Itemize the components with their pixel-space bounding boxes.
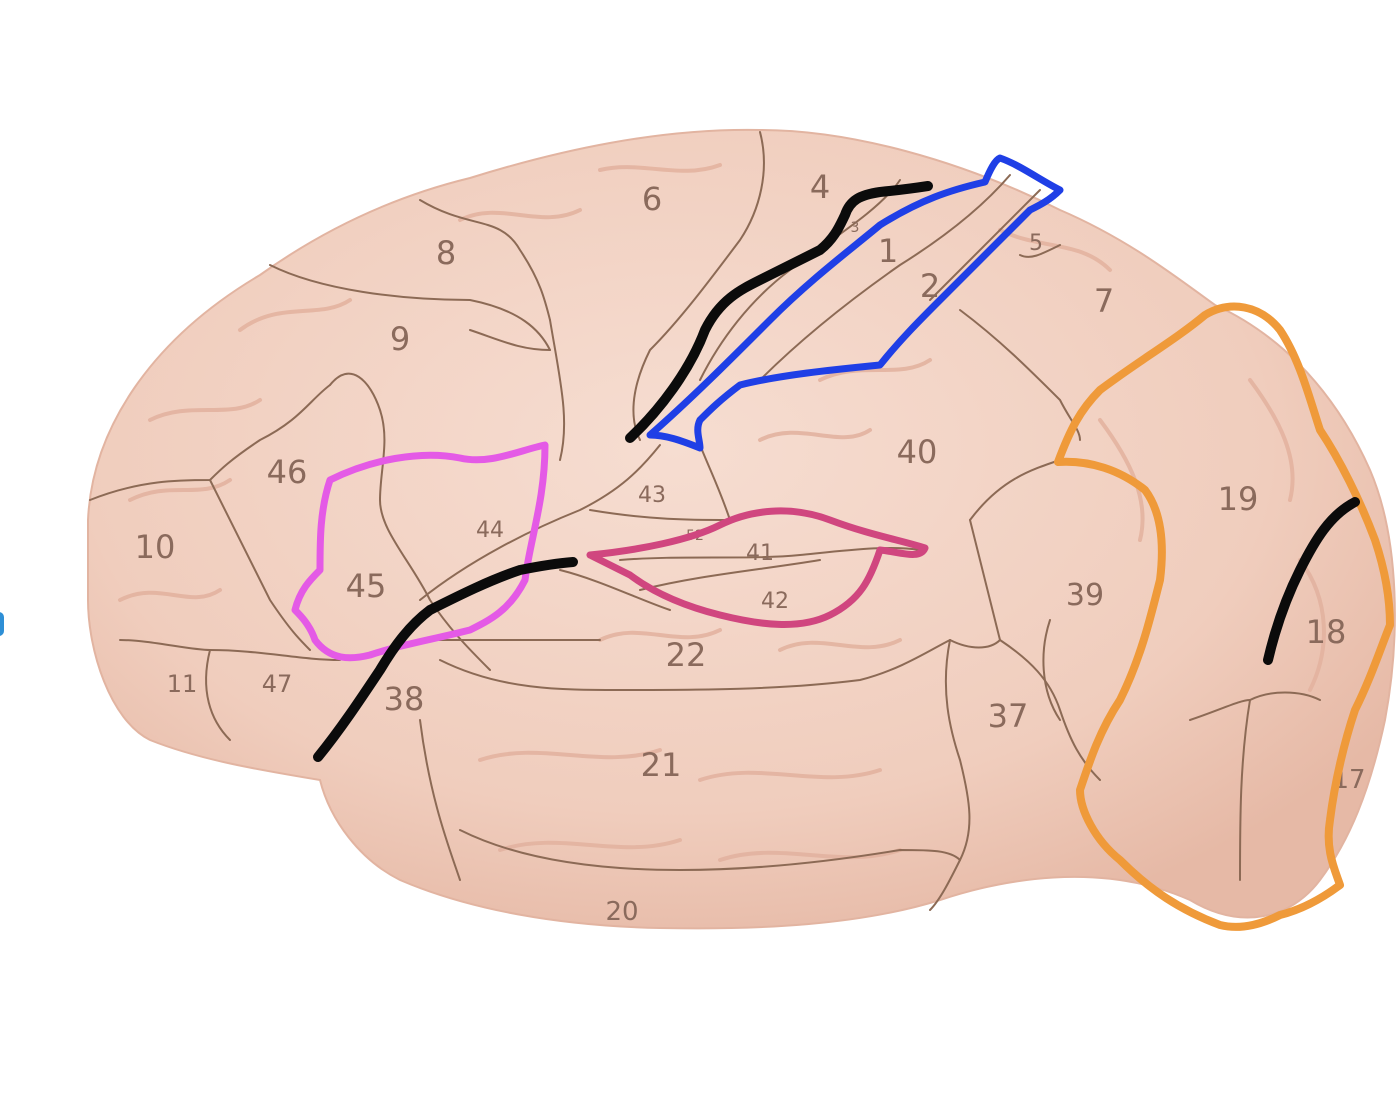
area-boundaries — [89, 131, 1321, 911]
label-area-18: 18 — [1306, 613, 1347, 651]
label-area-7: 7 — [1094, 282, 1114, 320]
label-area-22: 22 — [666, 636, 707, 674]
label-area-21: 21 — [641, 746, 682, 784]
brain-silhouette — [87, 128, 1396, 930]
label-area-5: 5 — [1029, 231, 1043, 256]
label-area-44: 44 — [476, 518, 504, 543]
black-stroke-lateral-sulcus — [313, 557, 578, 762]
black-marker-strokes — [313, 181, 1360, 762]
label-area-20: 20 — [605, 897, 638, 927]
label-area-1: 1 — [878, 232, 898, 270]
label-area-47: 47 — [262, 670, 293, 698]
label-area-9: 9 — [390, 320, 410, 358]
label-area-45: 45 — [346, 567, 387, 605]
label-area-39: 39 — [1066, 578, 1104, 613]
label-area-4: 4 — [810, 168, 830, 206]
label-area-2: 2 — [920, 267, 940, 305]
label-area-43: 43 — [638, 483, 666, 508]
annotation-outlines — [291, 154, 1394, 931]
label-area-8: 8 — [436, 234, 456, 272]
label-area-3: 3 — [851, 220, 860, 236]
label-area-19: 19 — [1218, 480, 1259, 518]
area-labels: 4 6 8 3 1 5 2 7 9 46 10 44 45 43 40 52 4… — [135, 168, 1366, 927]
label-area-11: 11 — [167, 670, 198, 698]
label-area-42: 42 — [761, 589, 789, 614]
label-area-38: 38 — [384, 680, 425, 718]
label-area-46: 46 — [267, 453, 308, 491]
label-area-6: 6 — [642, 180, 662, 218]
pink-outline-auditory — [586, 507, 929, 628]
blue-outline-postcentral — [646, 154, 1064, 452]
magenta-outline-broca — [291, 441, 549, 662]
label-area-41: 41 — [746, 541, 774, 566]
orange-outline-occipital — [1054, 302, 1394, 931]
edge-blue-marker — [0, 612, 4, 636]
label-area-37: 37 — [988, 697, 1029, 735]
black-stroke-occipital — [1263, 497, 1360, 665]
label-area-40: 40 — [897, 433, 938, 471]
black-stroke-central-sulcus — [625, 181, 933, 443]
label-area-10: 10 — [135, 528, 176, 566]
